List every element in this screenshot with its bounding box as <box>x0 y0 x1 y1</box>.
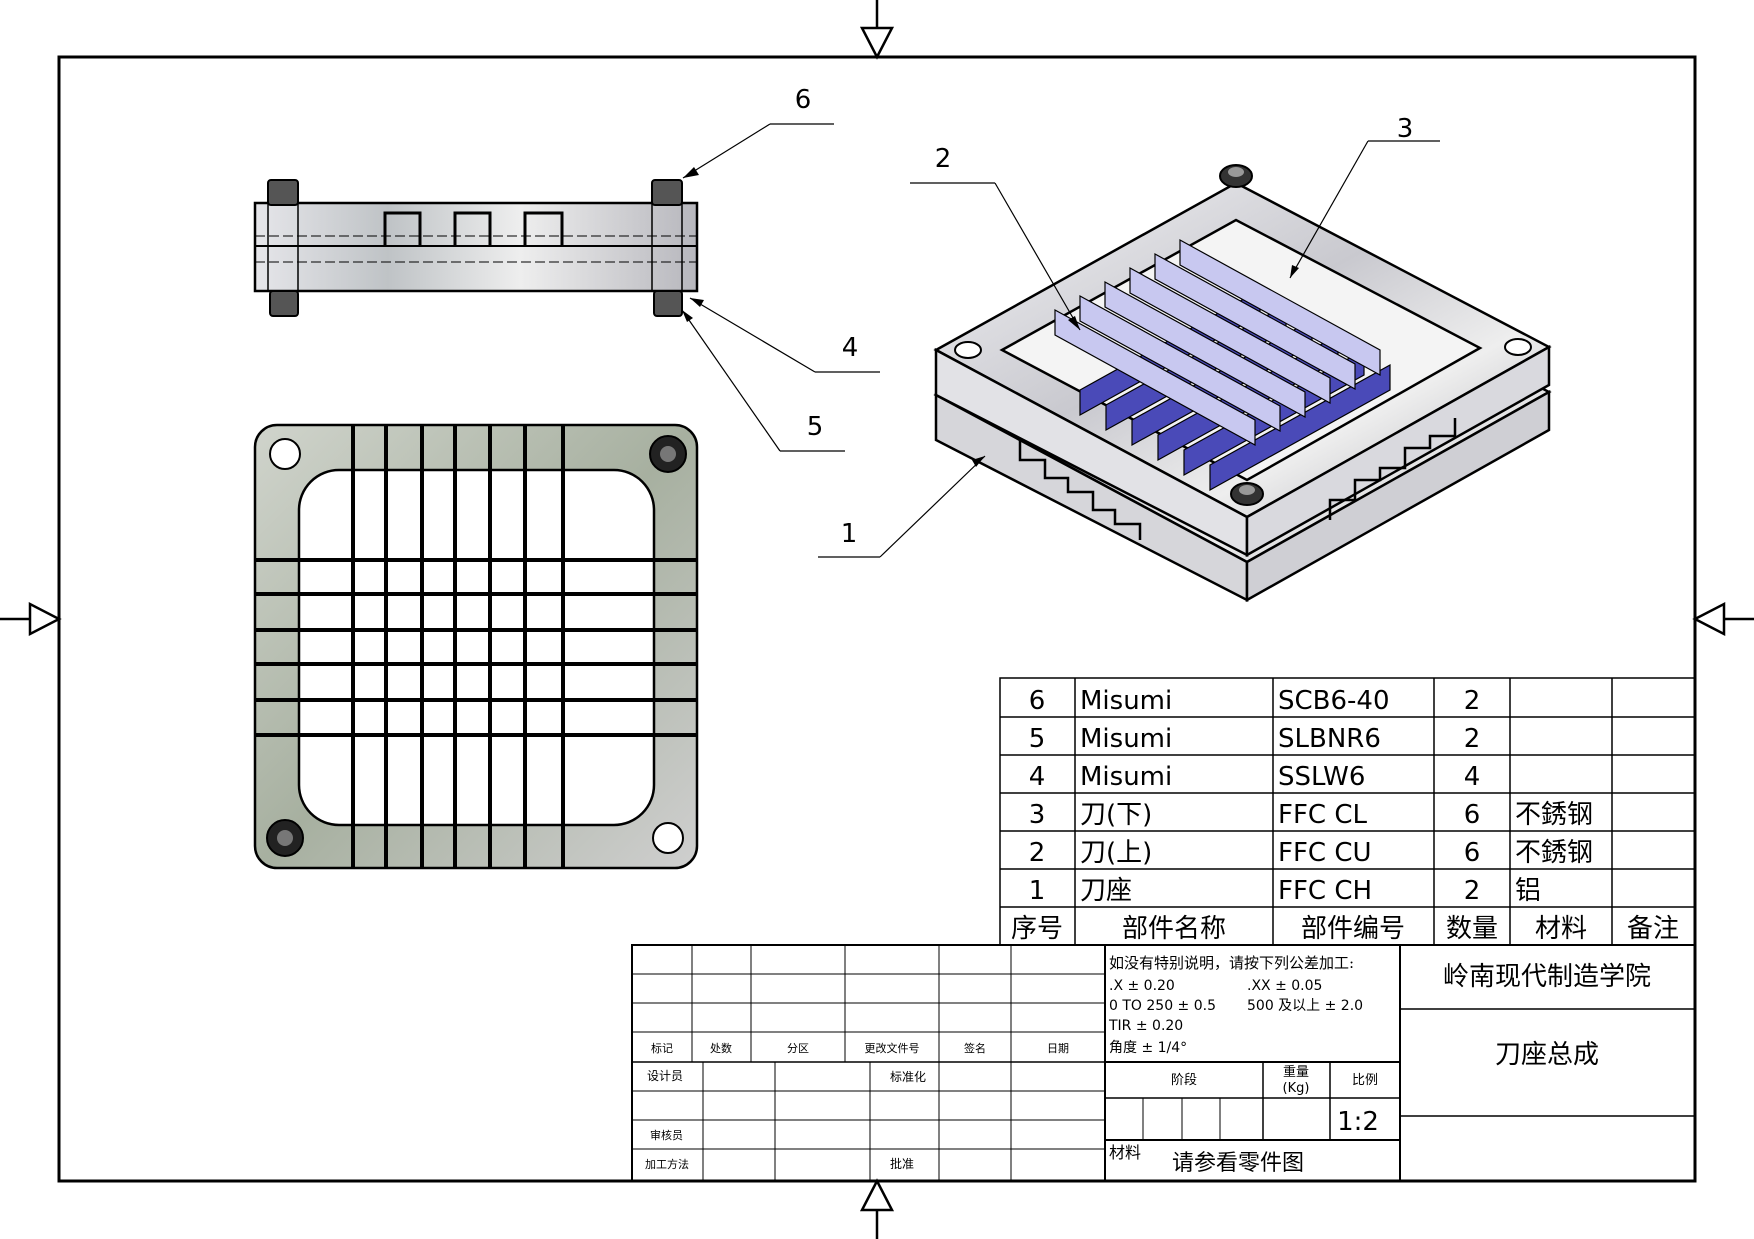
bom-cell: Misumi <box>1080 686 1172 716</box>
bom-cell: Misumi <box>1080 762 1172 792</box>
bom-cell: 5 <box>1029 724 1046 754</box>
bom-cell: FFC CU <box>1278 838 1372 868</box>
revision-label: 日期 <box>1047 1042 1069 1055</box>
upper-blade <box>1079 294 1281 433</box>
bom-cell: SCB6-40 <box>1278 686 1390 716</box>
center-mark-top <box>859 0 895 60</box>
bom-cell: 3 <box>1029 800 1046 830</box>
bom-cell: 6 <box>1464 800 1481 830</box>
title-block <box>631 944 1696 1182</box>
bom-header: 序号 <box>1011 914 1063 944</box>
bom-header: 数量 <box>1446 914 1498 944</box>
revision-label: 更改文件号 <box>865 1041 920 1055</box>
bom-cell: 1 <box>1029 876 1046 906</box>
title-block-text: 标记 处数 分区 更改文件号 签名 日期 设计员 标准化 审核员 加工方法 批准 如没有特… <box>645 954 1651 1176</box>
bom-cell: FFC CH <box>1278 876 1372 906</box>
drawing-title: 刀座总成 <box>1495 1040 1599 1070</box>
balloon-2: 2 <box>935 144 952 174</box>
balloon-leaders <box>681 123 1440 558</box>
bom-header: 材料 <box>1535 914 1587 944</box>
process-label: 加工方法 <box>645 1157 689 1171</box>
weight-label: 重量 <box>1283 1064 1309 1080</box>
bom-cell: FFC CL <box>1278 800 1367 830</box>
tolerance-line-4: 0 TO 250 ± 0.5 <box>1109 998 1216 1014</box>
bom-cell: 刀座 <box>1080 876 1132 906</box>
upper-blade <box>1179 238 1381 377</box>
weight-unit: (Kg) <box>1283 1081 1310 1096</box>
upper-blade <box>1054 308 1256 447</box>
bom-cell: 2 <box>1464 686 1481 716</box>
revision-label: 签名 <box>964 1041 986 1055</box>
tolerance-line-1: 如没有特别说明，请按下列公差加工: <box>1109 954 1354 972</box>
review-label: 审核员 <box>650 1128 683 1142</box>
revision-label: 标记 <box>651 1041 673 1055</box>
material-value: 请参看零件图 <box>1172 1151 1304 1176</box>
balloon-4: 4 <box>842 333 859 363</box>
scale-label: 比例 <box>1352 1073 1378 1088</box>
bom-header: 部件编号 <box>1301 914 1405 944</box>
bom-cell: 2 <box>1029 838 1046 868</box>
balloon-arrowheads <box>682 167 1299 467</box>
bom-cell: SLBNR6 <box>1278 724 1381 754</box>
bom-cell: 不銹钢 <box>1515 838 1593 868</box>
revision-label: 处数 <box>710 1042 732 1055</box>
upper-blade <box>1154 252 1356 391</box>
bom-cell: 2 <box>1464 876 1481 906</box>
bom-cell: 2 <box>1464 724 1481 754</box>
revision-label: 分区 <box>787 1042 809 1055</box>
balloon-6: 6 <box>795 85 812 115</box>
design-label: 设计员 <box>647 1069 683 1083</box>
center-mark-right <box>1692 601 1754 637</box>
bom-cell: 刀(上) <box>1080 838 1152 868</box>
material-label: 材料 <box>1109 1143 1141 1162</box>
balloon-labels: 6 2 3 4 5 1 <box>795 85 1414 549</box>
bom-cell: 铝 <box>1515 876 1541 906</box>
balloon-5: 5 <box>807 412 824 442</box>
bom-cell: SSLW6 <box>1278 762 1365 792</box>
approve-label: 批准 <box>890 1156 914 1171</box>
bom-header: 部件名称 <box>1122 914 1226 944</box>
center-mark-left <box>0 601 62 637</box>
tolerance-line-2: .X ± 0.20 <box>1109 978 1175 994</box>
balloon-1: 1 <box>841 519 858 549</box>
bom-cell: 6 <box>1464 838 1481 868</box>
upper-blade <box>1129 266 1331 405</box>
tolerance-line-3: .XX ± 0.05 <box>1247 978 1322 994</box>
bom-cell: 6 <box>1029 686 1046 716</box>
stage-label: 阶段 <box>1171 1073 1197 1088</box>
company-name: 岭南现代制造学院 <box>1443 962 1651 992</box>
bom-header: 备注 <box>1627 914 1679 944</box>
scale-value: 1:2 <box>1337 1107 1379 1137</box>
top-view <box>253 423 699 870</box>
bom-cell: 刀(下) <box>1080 800 1152 830</box>
standard-label: 标准化 <box>890 1070 926 1084</box>
upper-blade <box>1104 280 1306 419</box>
front-view <box>253 179 699 317</box>
tolerance-line-5: 500 及以上 ± 2.0 <box>1247 998 1363 1014</box>
tolerance-line-6: TIR ± 0.20 <box>1108 1018 1183 1034</box>
balloon-3: 3 <box>1397 114 1414 144</box>
center-mark-bottom <box>859 1178 895 1239</box>
isometric-view <box>933 164 1552 603</box>
bom-cell: 4 <box>1464 762 1481 792</box>
bom-cell: 4 <box>1029 762 1046 792</box>
bom-cell: Misumi <box>1080 724 1172 754</box>
tolerance-line-7: 角度 ± 1/4° <box>1109 1040 1187 1056</box>
bom-cell: 不銹钢 <box>1515 800 1593 830</box>
